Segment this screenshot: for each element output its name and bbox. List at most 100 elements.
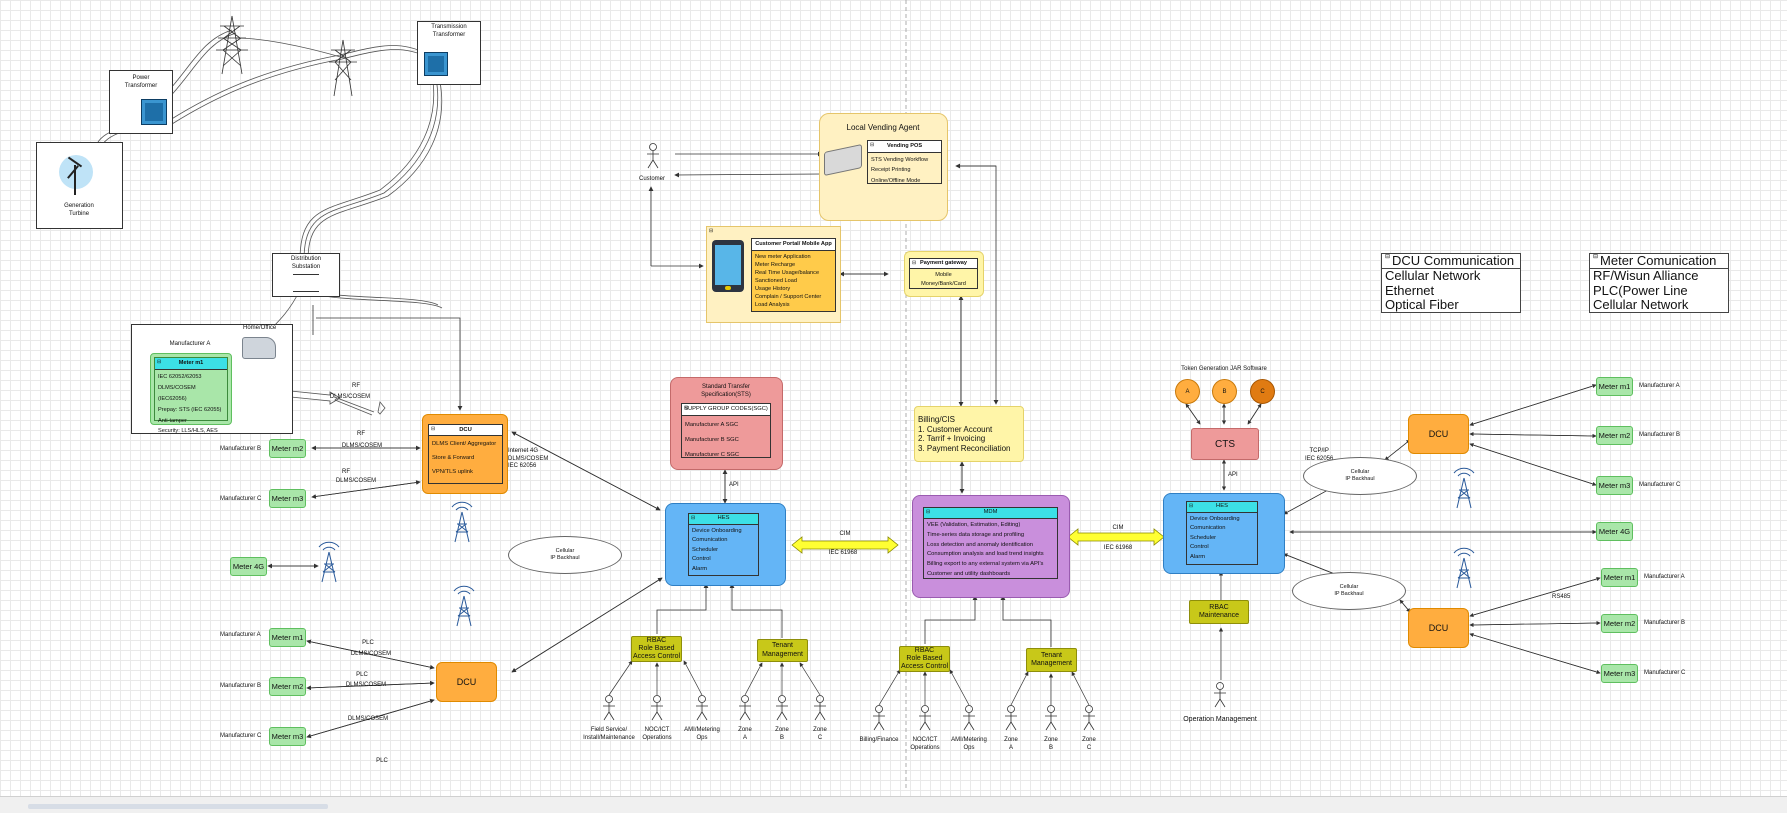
iec-label: IEC 61968 [1103,545,1133,551]
hes-title: HES [717,515,730,521]
dlms-label: DLMS/COSEM [341,443,383,449]
rbac-left[interactable]: RBAC Role Based Access Control [631,636,682,662]
meter-m1-inner: ⊟Meter m1 IEC 62052/62053 DLMS/COSEM (IE… [154,357,228,434]
person-actor-icon [962,705,976,731]
meter-2[interactable]: Meter m2 [1601,614,1638,633]
sts-box[interactable]: Standard Transfer Specification(STS) ⊟SU… [670,377,783,470]
payment-gateway[interactable]: ⊟Payment gateway Mobile Money/Bank/Card [904,251,984,297]
meter-4g[interactable]: Meter 4G [1596,522,1633,541]
mdm-item: Billing export to any external system vi… [927,561,1044,568]
sgc-box: ⊟SUPPLY GROUP CODES(SGC) Manufacturer A … [681,403,771,458]
person-actor-icon [1004,705,1018,731]
meter-m2[interactable]: Meter m2 [269,677,306,696]
dlms-label: DLMS/COSEM [345,682,387,688]
mdm-item: VEE (Validation, Estimation, Editing) [927,521,1021,528]
hes-item: Comunication [692,537,728,544]
token-circle-b[interactable]: B [1212,379,1237,404]
legend-item: Cellular Network [1385,268,1481,284]
manufacturer-label: Manufacturer B [1644,620,1686,626]
home-office-label: Home/Office [243,325,277,331]
meter-m2[interactable]: Meter m2 [269,439,306,458]
horizontal-scrollbar[interactable] [0,796,1787,813]
person-actor-icon [602,695,616,721]
dcu-title: DCU [459,427,472,433]
dcu-communication-legend: ⊟DCU Communication Cellular Network Ethe… [1381,253,1521,313]
vending-pos-item: Receipt Printing [871,167,911,174]
sgc-title: SUPPLY GROUP CODES(SGC) [684,406,768,412]
dcu-bottom-right[interactable]: DCU [1408,608,1469,648]
collapse-icon: ⊟ [1385,254,1391,260]
dcu-bottom-left[interactable]: DCU [436,662,497,702]
manufacturer-label: Manufacturer A [1644,574,1685,580]
mdm-item: Time-series data storage and profiling [927,531,1025,538]
person-actor-icon [918,705,932,731]
meter-3[interactable]: Meter m3 [1601,664,1638,683]
actor-label: Zone B [1044,737,1058,751]
hes-item: Control [692,556,711,563]
token-circle-a[interactable]: A [1175,379,1200,404]
plc-label: PLC [376,758,388,764]
operation-management-label: Operation Management [1183,716,1257,723]
manufacturer-label: Manufacturer A [1639,383,1680,389]
mdm-item: Customer and utility dashboards [927,571,1011,578]
actor-label: Zone A [738,727,752,741]
distribution-substation-label: Distribution Substation [290,256,322,270]
cim-label: CIM [839,531,851,537]
transmission-transformer-box: Transmission Transformer [417,21,481,85]
rbac-mid[interactable]: RBAC Role Based Access Control [899,646,950,672]
scrollbar-thumb[interactable] [28,804,328,809]
plc-label: PLC [362,640,374,646]
meter-4g[interactable]: Meter 4G [230,557,267,576]
meter-3[interactable]: Meter m3 [1596,476,1633,495]
meter-m1[interactable]: Meter m1 [269,628,306,647]
portal-features: Customer Portal/ Mobile App New meter Ap… [751,238,836,312]
local-vending-agent[interactable]: Local Vending Agent ⊟Vending POS STS Ven… [819,113,948,221]
hes-item: Alarm [1190,553,1206,560]
rbac-maintenance[interactable]: RBAC Maintenance [1189,600,1249,624]
manufacturer-c-label: Manufacturer C [220,733,262,739]
meter-m3[interactable]: Meter m3 [269,489,306,508]
hes-item: Device Onboarding [692,527,742,534]
cellular-backhaul-cloud: Cellular IP Backhaul [508,536,622,574]
meter-m3[interactable]: Meter m3 [269,727,306,746]
hes-left[interactable]: ⊟HES Device Onboarding Comunication Sche… [665,503,786,586]
operation-management-actor-icon [1213,682,1227,708]
cts-box[interactable]: CTS [1191,428,1259,460]
hes-item: Device Onboarding [1190,515,1240,522]
meter-m1-detail[interactable]: ⊟Meter m1 IEC 62052/62053 DLMS/COSEM (IE… [150,353,232,434]
actor-label: Billing/Finance [859,737,899,743]
token-circle-c[interactable]: C [1250,379,1275,404]
collapse-icon: ⊟ [1593,254,1599,260]
hes-item: Alarm [692,565,708,572]
meter-1[interactable]: Meter m1 [1601,568,1638,587]
actor-label: Zone A [1004,737,1018,751]
dlms-label: DLMS/COSEM [350,651,392,657]
billing-cis[interactable]: Billing/CIS 1. Customer Account 2. Tarri… [914,406,1024,462]
person-actor-icon [872,705,886,731]
transformer-icon [141,99,167,125]
meter-2[interactable]: Meter m2 [1596,426,1633,445]
person-actor-icon [738,695,752,721]
payment-gateway-inner: ⊟Payment gateway Mobile Money/Bank/Card [909,258,978,289]
legend-item: Optical Fiber [1385,296,1459,312]
dcu-item: VPN/TLS uplink [432,469,473,476]
hes-item: Scheduler [1190,534,1217,541]
generation-turbine-label: Generation Turbine [64,203,94,217]
dcu-top-left[interactable]: ⊟DCU DLMS Client/ Aggregator Store & For… [422,414,508,494]
customer-portal-app[interactable]: ⊟ Customer Portal/ Mobile App New meter … [706,226,841,323]
tenant-left[interactable]: Tenant Management [757,639,808,662]
manufacturer-b-label: Manufacturer B [220,683,262,689]
dcu-top-right[interactable]: DCU [1408,414,1469,454]
legend-title: DCU Communication [1392,253,1515,268]
mdm[interactable]: ⊟MDM VEE (Validation, Estimation, Editin… [912,495,1070,598]
tenant-mid[interactable]: Tenant Management [1026,648,1077,672]
actor-label: AMI/Metering Ops [951,737,987,751]
api-label: API [729,482,739,488]
billing-item: 3. Payment Reconciliation [918,443,1011,453]
hes-right[interactable]: ⊟HES Device Onboarding Comunication Sche… [1163,493,1285,574]
wind-turbine-icon [59,155,93,189]
collapse-icon: ⊟ [926,509,931,515]
legend-item: Ethernet [1385,282,1435,298]
meter-1[interactable]: Meter m1 [1596,377,1633,396]
